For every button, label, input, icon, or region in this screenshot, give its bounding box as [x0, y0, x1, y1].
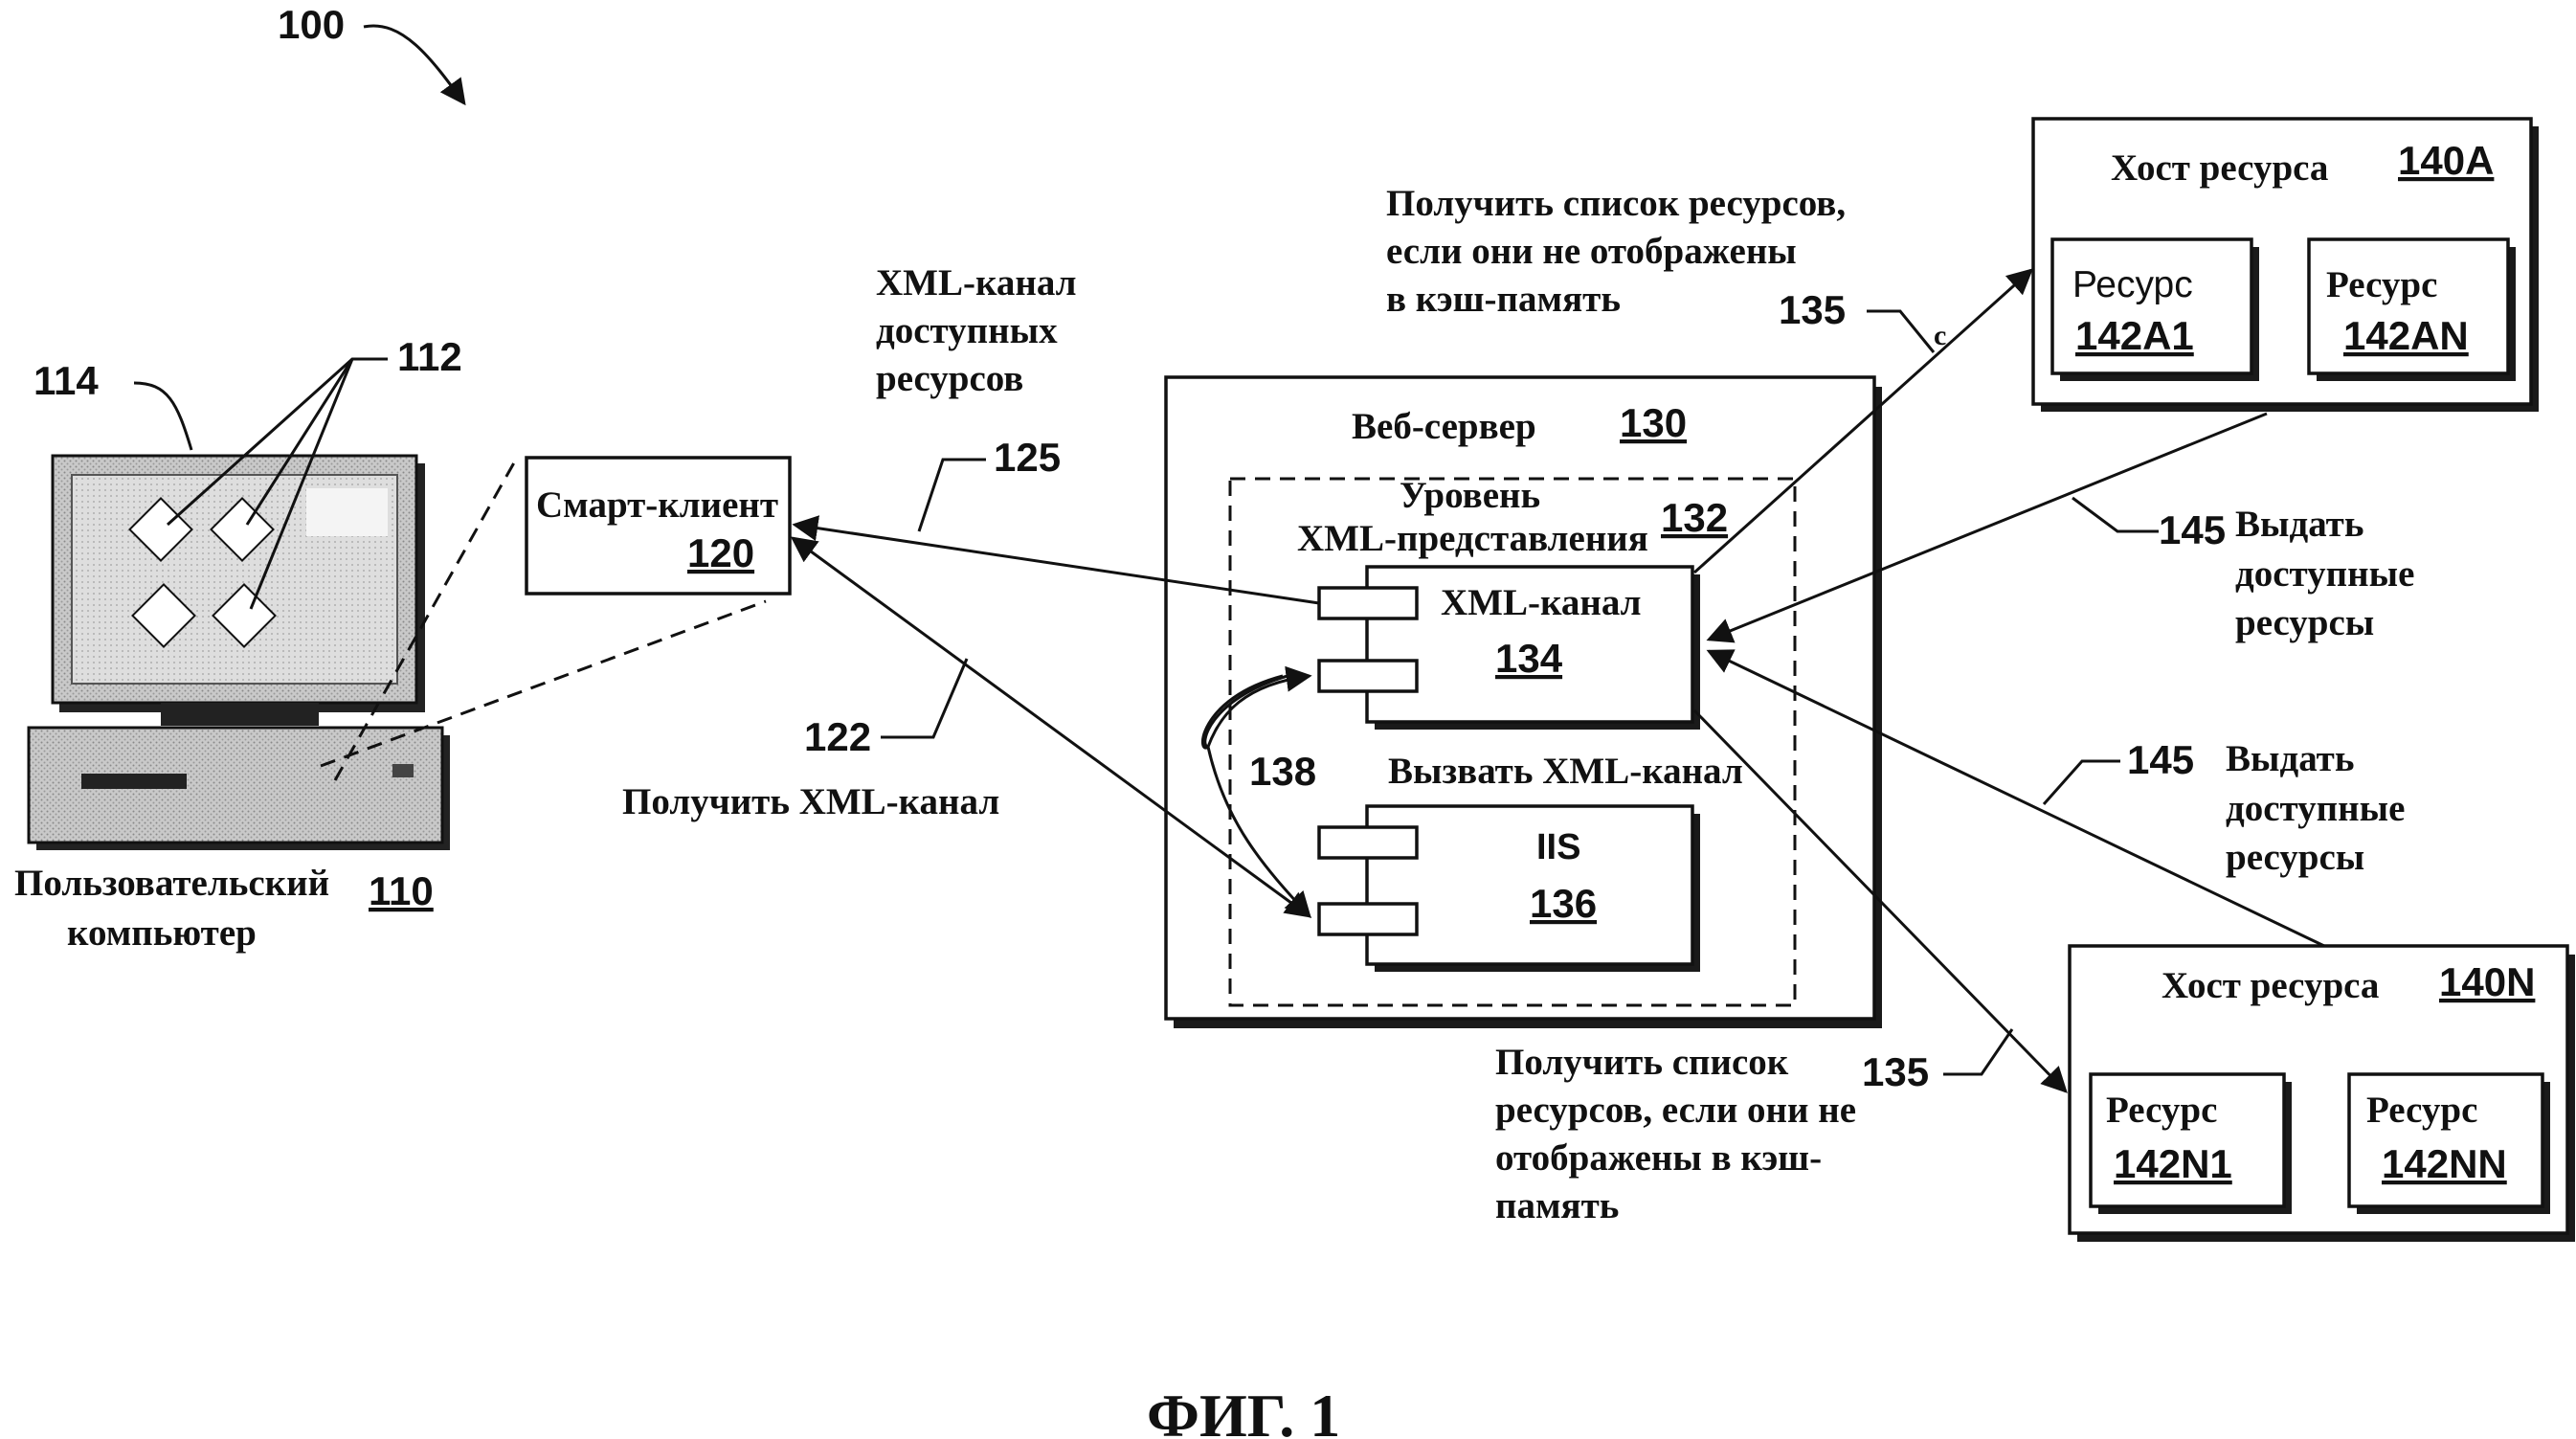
host-a-box: Хост ресурса 140A Ресурс 142A1 Ресурс 14… [2031, 117, 2539, 412]
smart-client-callout [333, 457, 519, 781]
user-computer-label-1: Пользовательский [14, 863, 329, 904]
svg-text:ресурсов: ресурсов [876, 358, 1023, 399]
user-computer-label-2: компьютер [67, 912, 257, 954]
smart-client-box: Смарт-клиент 120 [525, 456, 792, 596]
invoke-ref: 138 [1249, 749, 1316, 794]
svg-text:142N1: 142N1 [2114, 1141, 2232, 1186]
get-feed-label: Получить XML-канал [622, 781, 999, 822]
monitor-ref: 114 [34, 358, 99, 403]
xml-feed-ref: 125 [994, 435, 1061, 480]
get-list-bottom-ref: 135 [1862, 1049, 1929, 1094]
svg-text:доступных: доступных [876, 310, 1058, 351]
resource-142n1: Ресурс 142N1 [2089, 1072, 2292, 1214]
xml-channel-component: XML-канал 134 [1317, 565, 1700, 730]
xml-layer-ref: 132 [1661, 495, 1728, 540]
svg-text:в кэш-память: в кэш-память [1386, 279, 1621, 320]
xml-channel-ref: 134 [1495, 636, 1563, 681]
svg-text:Ресурс: Ресурс [2366, 1090, 2477, 1131]
get-feed-arrow-122 [790, 536, 1312, 918]
provide-arrow-top [1706, 412, 2268, 643]
get-list-top-note: Получить список ресурсов, если они не от… [1386, 183, 1946, 353]
host-n-ref: 140N [2439, 959, 2535, 1004]
system-unit [27, 726, 450, 850]
host-n-box: Хост ресурса 140N Ресурс 142N1 Ресурс 14… [2068, 944, 2575, 1242]
iis-label: IIS [1536, 827, 1580, 867]
svg-text:память: память [1495, 1185, 1619, 1226]
xml-feed-note: XML-канал доступных ресурсов 125 [876, 262, 1077, 532]
get-list-bottom-note: Получить список ресурсов, если они не от… [1495, 1028, 2014, 1226]
svg-text:Получить список: Получить список [1495, 1042, 1789, 1083]
invoke-label: Вызвать XML-канал [1388, 751, 1743, 792]
web-server-label: Веб-сервер [1352, 406, 1536, 447]
smart-client-label: Смарт-клиент [536, 484, 778, 526]
get-list-arrow-top [1692, 268, 2034, 574]
svg-text:отображены в кэш-: отображены в кэш- [1495, 1137, 1822, 1179]
user-computer: 114 112 Пользовательский компьютер 110 [14, 334, 462, 954]
icons-ref: 112 [397, 334, 462, 379]
web-server-ref: 130 [1620, 400, 1687, 445]
provide-bottom-note: 145 Выдать доступные ресурсы [2042, 737, 2405, 878]
provide-top-ref: 145 [2159, 507, 2226, 552]
get-feed-ref: 122 [804, 714, 871, 759]
host-a-ref: 140A [2398, 138, 2494, 183]
host-a-label: Хост ресурса [2111, 147, 2328, 189]
get-list-arrow-bottom [1692, 708, 2068, 1093]
svg-text:100: 100 [278, 2, 345, 47]
svg-text:Ресурс: Ресурс [2072, 264, 2193, 305]
xml-channel-label: XML-канал [1441, 582, 1642, 623]
svg-text:доступные: доступные [2226, 788, 2405, 829]
svg-text:Выдать: Выдать [2226, 738, 2354, 779]
figure-caption: ФИГ. 1 [1147, 1382, 1340, 1439]
smart-client-ref: 120 [687, 530, 754, 575]
resource-142nn: Ресурс 142NN [2347, 1072, 2550, 1214]
svg-text:Получить список ресурсов,: Получить список ресурсов, [1386, 183, 1846, 224]
svg-text:142A1: 142A1 [2075, 313, 2194, 358]
svg-text:доступные: доступные [2235, 553, 2414, 595]
get-feed-note: 122 Получить XML-канал [622, 658, 999, 822]
host-n-label: Хост ресурса [2162, 965, 2379, 1006]
provide-arrow-bottom [1706, 649, 2325, 948]
svg-text:Ресурс: Ресурс [2326, 264, 2437, 305]
desktop-icons [128, 497, 277, 648]
provide-bottom-ref: 145 [2127, 737, 2194, 782]
svg-text:c: c [1934, 320, 1946, 351]
svg-text:Выдать: Выдать [2235, 504, 2363, 545]
resource-142a1: Ресурс 142A1 [2050, 237, 2259, 381]
svg-text:ресурсов, если они не: ресурсов, если они не [1495, 1090, 1856, 1131]
xml-layer-label-1: Уровень [1400, 475, 1540, 516]
xml-layer-label-2: XML-представления [1297, 518, 1648, 559]
svg-text:XML-канал: XML-канал [876, 262, 1077, 304]
iis-ref: 136 [1530, 881, 1597, 926]
user-computer-ref: 110 [369, 868, 434, 913]
svg-text:если они не отображены: если они не отображены [1386, 231, 1797, 272]
figure-number: 100 [278, 2, 466, 106]
svg-text:ресурсы: ресурсы [2226, 837, 2364, 878]
iis-component: IIS 136 [1317, 804, 1700, 972]
svg-text:Ресурс: Ресурс [2106, 1090, 2217, 1131]
provide-top-note: 145 Выдать доступные ресурсы [2072, 496, 2414, 643]
web-server-box: Веб-сервер 130 Уровень XML-представления… [1164, 375, 1882, 1028]
resource-142an: Ресурс 142AN [2307, 237, 2516, 381]
svg-text:ресурсы: ресурсы [2235, 602, 2374, 643]
svg-text:142AN: 142AN [2343, 313, 2469, 358]
svg-text:142NN: 142NN [2382, 1141, 2507, 1186]
get-list-top-ref: 135 [1779, 287, 1846, 332]
